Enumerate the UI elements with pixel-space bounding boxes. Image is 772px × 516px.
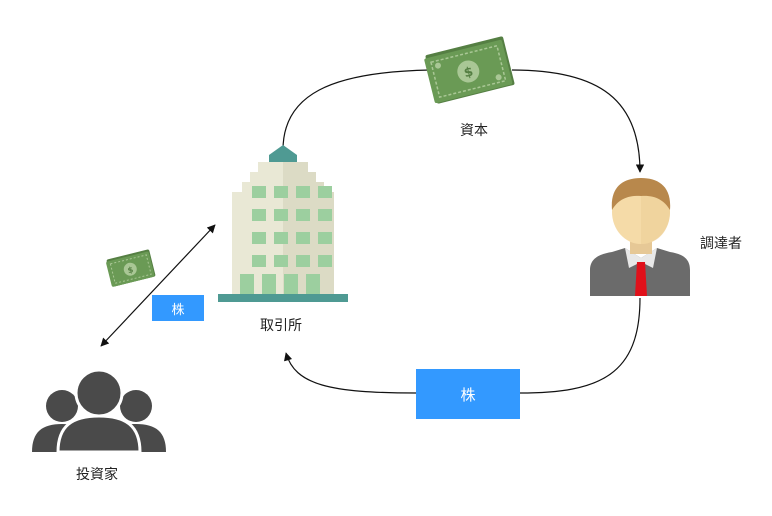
arrow-raiser-to-stock [519, 297, 641, 394]
exchange-label: 取引所 [260, 318, 302, 334]
office-building-icon [218, 145, 348, 302]
building-window [274, 255, 288, 267]
building-window [318, 232, 332, 244]
dollar-banknote-icon: $ [106, 249, 156, 287]
building-window [252, 186, 266, 198]
building-door [262, 274, 276, 294]
stock-tag-large: 株 [416, 369, 520, 419]
businessman-icon [590, 178, 690, 296]
investors-label: 投資家 [76, 467, 118, 483]
people-group-icon [32, 368, 166, 454]
building-window [274, 186, 288, 198]
building-windows [240, 186, 332, 294]
building-window [252, 255, 266, 267]
arrow-exchange-to-capital [282, 69, 431, 151]
capital-label: 資本 [460, 123, 488, 139]
building-window [296, 186, 310, 198]
stock-tag-small: 株 [152, 295, 204, 321]
raiser-label: 調達者 [700, 236, 742, 252]
building-window [252, 232, 266, 244]
building-window [274, 209, 288, 221]
building-window [318, 186, 332, 198]
arrow-investor-exchange [100, 224, 216, 347]
arrow-stock-to-exchange [284, 352, 417, 394]
building-door [306, 274, 320, 294]
building-door [240, 274, 254, 294]
building-window [274, 232, 288, 244]
building-window [296, 209, 310, 221]
dollar-banknote-icon: $ [424, 36, 515, 104]
building-window [296, 255, 310, 267]
svg-text:$: $ [462, 65, 474, 82]
building-window [296, 232, 310, 244]
building-window [252, 209, 266, 221]
svg-text:$: $ [127, 265, 135, 275]
arrow-capital-to-raiser [511, 69, 645, 173]
building-window [318, 209, 332, 221]
building-window [318, 255, 332, 267]
building-door [284, 274, 298, 294]
